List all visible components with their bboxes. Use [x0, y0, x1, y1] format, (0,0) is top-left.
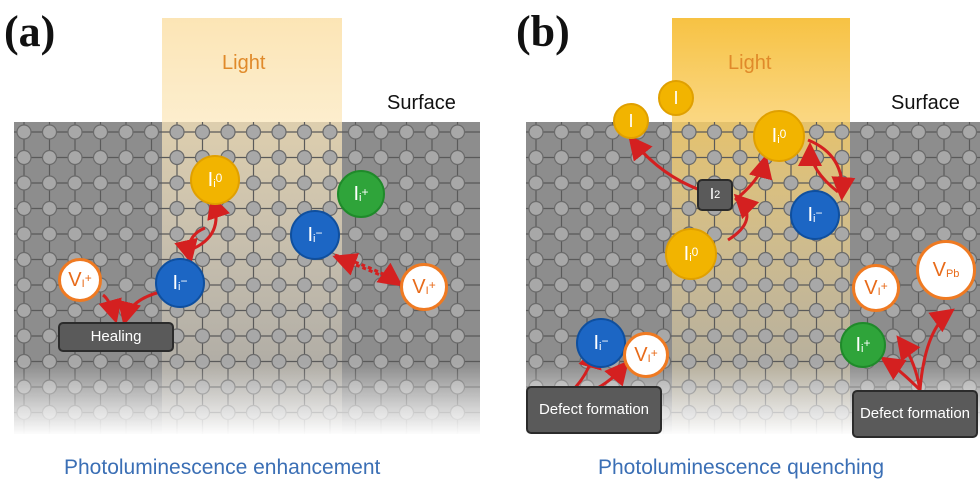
light-label-a: Light: [222, 52, 266, 74]
light-label-b: Light: [728, 52, 772, 74]
iodine-atom-1: I: [613, 103, 649, 139]
healing-box: Healing: [58, 322, 174, 352]
surface-label-b: Surface: [891, 92, 960, 114]
defect-formation-box-left: Defect formation: [526, 386, 662, 434]
lattice-b: [526, 18, 980, 436]
panel-letter-a: (a): [4, 7, 56, 56]
panel-letter-b: (b): [516, 7, 570, 56]
caption-b: Photoluminescence quenching: [598, 456, 885, 479]
defect-formation-box-right: Defect formation: [852, 390, 978, 438]
lattice-a: [14, 18, 480, 436]
arrows-a: [98, 194, 403, 326]
surface-label-a: Surface: [387, 92, 456, 114]
iodine-atom-2: I: [658, 80, 694, 116]
caption-a: Photoluminescence enhancement: [64, 456, 381, 479]
